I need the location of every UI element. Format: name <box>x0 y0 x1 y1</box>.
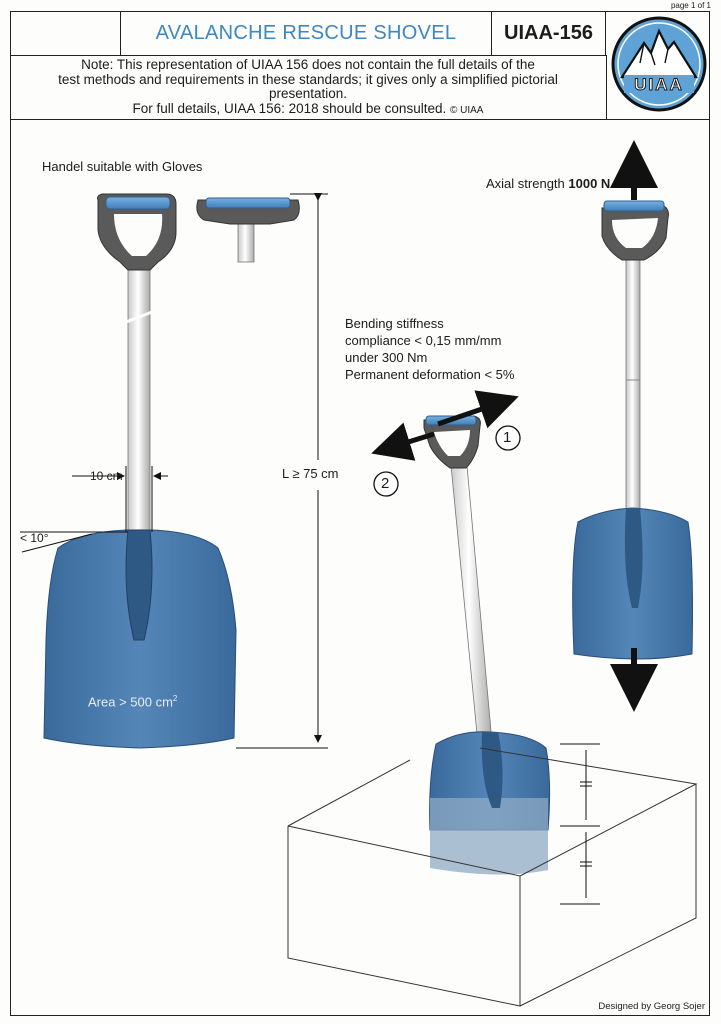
left-shaft <box>127 267 151 539</box>
standard-number: UIAA-156 <box>492 11 606 55</box>
bending-line-1: Bending stiffness <box>345 316 444 331</box>
step-2-label: 2 <box>381 475 390 492</box>
copyright-note: © UIAA <box>449 104 484 116</box>
area-label: Area > 500 cm2 <box>88 694 177 709</box>
right-shovel <box>572 200 693 660</box>
axial-value: 1000 N <box>568 176 611 191</box>
note-line-2: test methods and requirements in these s… <box>58 71 558 87</box>
disclaimer-note: Note: This representation of UIAA 156 do… <box>14 57 602 119</box>
area-text: Area > 500 cm <box>88 694 173 710</box>
bending-stiffness-block: Bending stiffness compliance < 0,15 mm/m… <box>345 315 514 383</box>
header-bottom-border <box>10 119 710 120</box>
page-frame <box>10 11 710 1016</box>
angle-dimension <box>20 531 128 553</box>
designer-credit: Designed by Georg Sojer <box>598 1001 705 1012</box>
bending-line-2: compliance < 0,15 mm/mm <box>345 333 502 348</box>
logo-text: UIAA <box>634 75 684 94</box>
middle-shovel <box>423 415 551 875</box>
header-divider <box>10 55 606 56</box>
axial-text: Axial strength <box>486 176 565 191</box>
angle-label: < 10° <box>20 531 49 545</box>
length-dimension <box>236 193 328 749</box>
bending-arrow-1 <box>437 390 519 429</box>
length-label: L ≥ 75 cm <box>282 466 339 481</box>
step-1-circle <box>495 425 521 451</box>
width-dimension <box>72 466 168 532</box>
page-title: AVALANCHE RESCUE SHOVEL <box>120 11 492 55</box>
area-exponent: 2 <box>172 694 178 703</box>
bending-line-3: under 300 Nm <box>345 350 428 365</box>
logo-divider <box>606 55 607 119</box>
page-number: page 1 of 1 <box>670 1 711 10</box>
bending-line-4: Permanent deformation < 5% <box>345 367 515 382</box>
note-line-3: presentation. <box>268 86 348 101</box>
width-label: 10 cm <box>90 469 123 483</box>
axial-strength-label: Axial strength 1000 N <box>486 176 610 191</box>
step-1-label: 1 <box>503 429 512 446</box>
left-shovel <box>43 193 237 749</box>
uiaa-logo: UIAA <box>611 16 707 112</box>
step-2-circle <box>373 471 399 497</box>
handle-note: Handel suitable with Gloves <box>42 159 203 174</box>
note-line-4-text: For full details, UIAA 156: 2018 should … <box>132 100 447 116</box>
t-handle-detail <box>196 197 300 263</box>
note-line-1: Note: This representation of UIAA 156 do… <box>81 57 535 72</box>
note-line-4: For full details, UIAA 156: 2018 should … <box>14 100 602 119</box>
depth-markers <box>560 743 600 905</box>
left-grip <box>105 196 171 210</box>
bending-arrow-2 <box>371 422 435 461</box>
snow-block <box>287 747 698 1007</box>
